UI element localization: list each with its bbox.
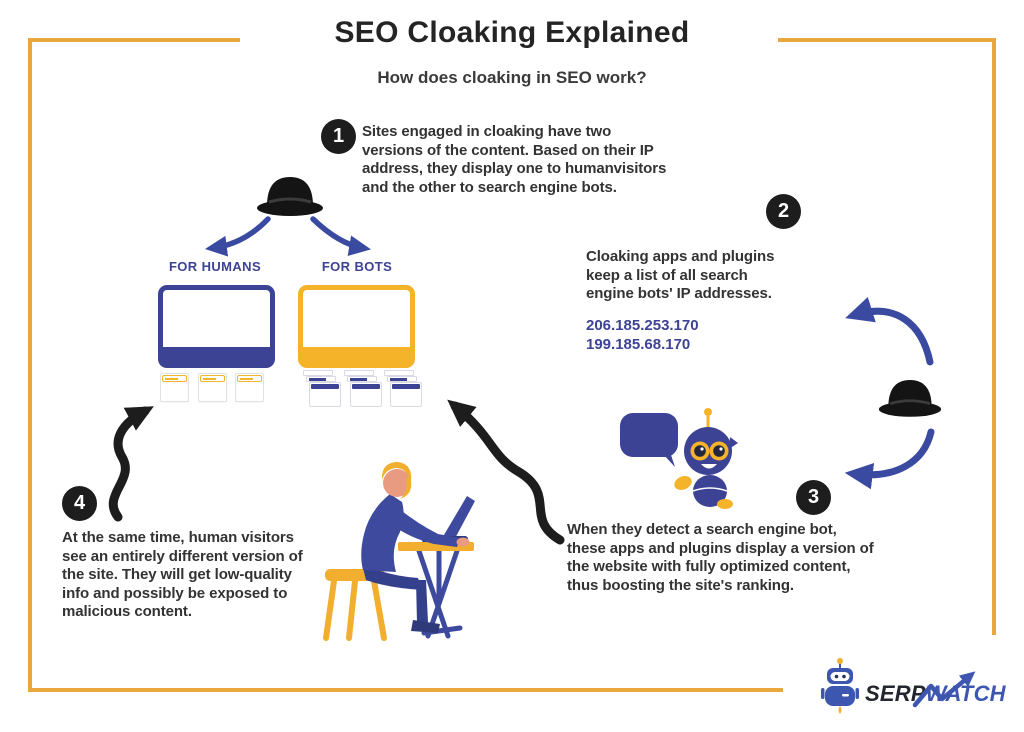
frame-border-left <box>28 38 32 692</box>
text-line: malicious content. <box>62 603 192 620</box>
label-for-bots: FOR BOTS <box>321 259 393 274</box>
arrow-hat-to-bots <box>310 216 371 256</box>
arrow-hat-to-step3 <box>844 428 935 490</box>
robot-illustration <box>620 408 738 509</box>
browser-window-bots <box>298 285 415 368</box>
squiggle-arrow-to-human-cards <box>108 406 154 522</box>
text-line: engine bots' IP addresses. <box>586 285 772 302</box>
bot-page-card-stack <box>384 370 422 408</box>
card-titlebar <box>392 384 420 389</box>
human-page-card <box>235 373 264 402</box>
bot-page-card <box>309 382 341 407</box>
card-bar <box>303 370 333 376</box>
card-titlebar <box>311 384 339 389</box>
step-4-badge: 4 <box>62 486 97 521</box>
card-bar <box>306 376 336 382</box>
text-line: versions of the content. Based on their … <box>362 141 654 159</box>
person-at-laptop-illustration <box>323 462 475 641</box>
ip-address: 206.185.253.170 <box>586 317 699 334</box>
window-bottom-bar <box>301 347 412 365</box>
bot-page-card-stack <box>303 370 341 408</box>
step-3-text: When they detect a search engine bot, th… <box>567 521 932 595</box>
text-line: thus boosting the site's ranking. <box>567 576 794 594</box>
step-1-badge: 1 <box>321 119 356 154</box>
bot-page-card <box>350 382 382 407</box>
text-line: the website with fully optimized content… <box>567 558 851 575</box>
text-line: and the other to search engine bots. <box>362 178 617 196</box>
page-subtitle: How does cloaking in SEO work? <box>377 68 647 87</box>
human-page-card <box>160 373 189 402</box>
robot-icon <box>674 408 738 509</box>
serpwatch-logo: SERPWATCH <box>821 658 1006 714</box>
text-line: At the same time, human visitors <box>62 529 294 546</box>
bowler-hat-right-icon <box>878 380 942 417</box>
card-bar <box>384 370 414 376</box>
card-titlebar <box>162 375 187 382</box>
step-4-text: At the same time, human visitors see an … <box>62 529 347 622</box>
card-titlebar <box>237 375 262 382</box>
step-2-badge: 2 <box>766 194 801 229</box>
text-line: see an entirely different version of <box>62 547 303 565</box>
page-title: SEO Cloaking Explained <box>334 16 690 49</box>
ip-address-list: 206.185.253.170 199.185.68.170 <box>586 316 699 354</box>
step-1-text: Sites engaged in cloaking have two versi… <box>362 123 707 197</box>
card-titlebar <box>200 375 225 382</box>
arrow-hat-to-humans <box>204 216 271 257</box>
step-2-text: Cloaking apps and plugins keep a list of… <box>586 248 821 304</box>
text-line: the site. They will get low-quality <box>62 566 292 583</box>
text-line: Cloaking apps and plugins <box>586 248 775 265</box>
frame-border-right <box>992 38 996 635</box>
ip-address: 199.185.68.170 <box>586 336 691 353</box>
human-page-card <box>198 373 227 402</box>
card-titlebar <box>352 384 380 389</box>
arrow-hat-to-ip-list <box>845 297 934 366</box>
step-3-badge: 3 <box>796 480 831 515</box>
browser-window-humans <box>158 285 275 368</box>
text-line: When they detect a search engine bot, <box>567 521 837 538</box>
person-icon <box>361 462 470 633</box>
card-bar <box>344 370 374 376</box>
speech-bubble-icon <box>620 413 678 467</box>
text-line: info and possibly be exposed to <box>62 584 288 602</box>
bot-page-card <box>390 382 422 407</box>
frame-border-top-right <box>778 38 996 42</box>
logo-robot-icon <box>821 658 859 714</box>
bowler-hat-icon <box>257 177 323 216</box>
window-bottom-bar <box>161 347 272 365</box>
bot-page-card-stack <box>344 370 382 408</box>
text-line: address, they display one to humanvisito… <box>362 160 667 177</box>
card-bar <box>387 376 417 382</box>
label-for-humans: FOR HUMANS <box>168 259 262 274</box>
card-bar <box>347 376 377 382</box>
logo-trend-arrow <box>912 671 976 708</box>
frame-border-top-left <box>28 38 240 42</box>
text-line: these apps and plugins display a version… <box>567 539 874 557</box>
squiggle-arrow-to-bots-window <box>447 399 565 545</box>
text-line: keep a list of all search <box>586 266 748 284</box>
frame-border-bottom <box>28 688 783 692</box>
text-line: Sites engaged in cloaking have two <box>362 123 612 140</box>
